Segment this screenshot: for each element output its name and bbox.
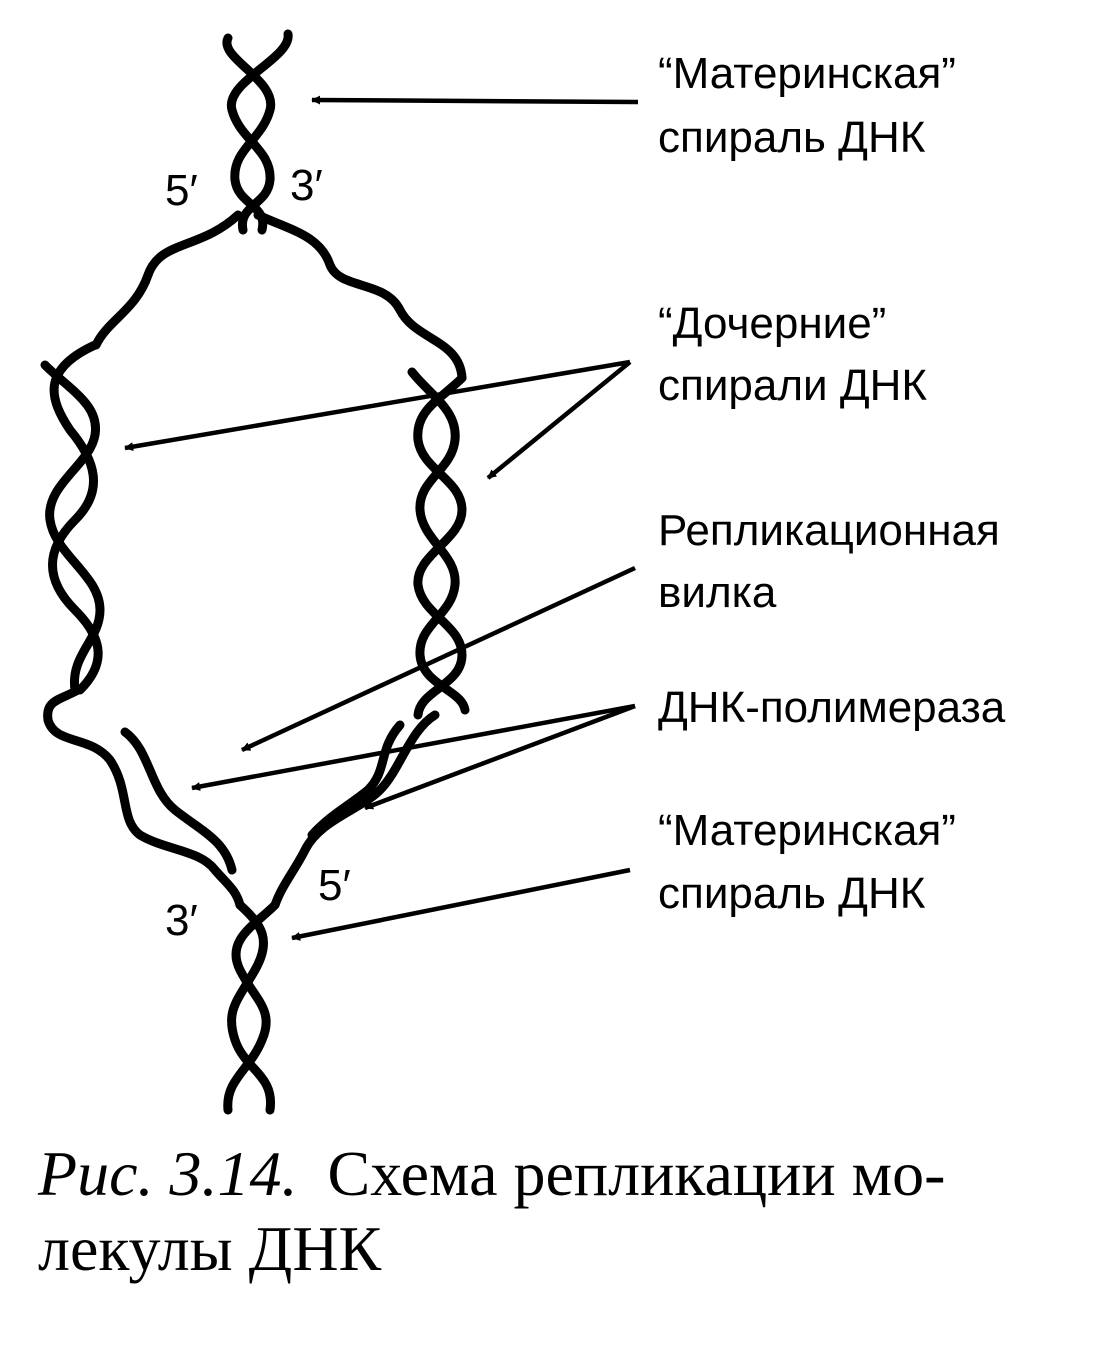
figure-caption-line2: лекулы ДНК	[38, 1213, 382, 1284]
label-polymerase: ДНК-полимераза	[658, 683, 1006, 732]
label-daughter-line1: “Дочерние”	[658, 299, 886, 348]
label-fork-line2: вилка	[658, 568, 777, 617]
arrow-daughter-right	[486, 360, 632, 480]
daughter-helix-left	[40, 340, 105, 725]
label-daughter-line2: спирали ДНК	[658, 361, 927, 410]
label-mother-bottom-line2: спираль ДНК	[658, 869, 926, 918]
strand-end-top-left: 5′	[165, 166, 198, 215]
strand-end-top-right: 3′	[290, 161, 323, 210]
strand-end-bottom-left: 3′	[165, 896, 198, 945]
bubble-left-strand	[91, 210, 243, 350]
arrow-polymerase-left	[191, 703, 636, 791]
arrow-mother-top	[311, 95, 639, 105]
figure-caption-text: Схема репликации мо-	[328, 1138, 946, 1209]
fork-left-strand	[43, 715, 245, 910]
fork-right-strand	[270, 710, 440, 910]
strand-end-bottom-right: 5′	[318, 861, 351, 910]
arrow-mother-bottom	[291, 867, 631, 941]
figure-number: Рис. 3.14.	[37, 1138, 298, 1209]
arrow-daughter-left	[124, 359, 631, 452]
bubble-right-strand	[253, 210, 467, 383]
label-mother-bottom-line1: “Материнская”	[658, 806, 956, 855]
figure-caption-line1: Рис. 3.14. Схема репликации мо-	[37, 1138, 945, 1209]
arrow-polymerase-right	[364, 703, 636, 811]
label-mother-top-line1: “Материнская”	[658, 49, 956, 98]
mother-helix-top	[222, 29, 293, 235]
daughter-helix-right	[407, 367, 470, 720]
mother-helix-bottom	[223, 900, 280, 1115]
label-mother-top-line2: спираль ДНК	[658, 113, 926, 162]
arrow-replication-fork	[241, 565, 636, 753]
label-fork-line1: Репликационная	[658, 506, 1000, 555]
